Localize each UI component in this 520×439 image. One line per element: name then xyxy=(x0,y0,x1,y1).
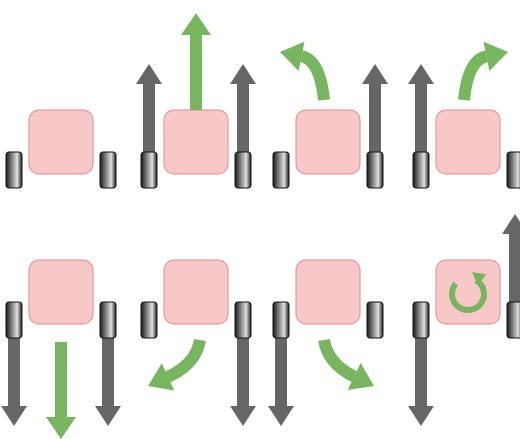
robot-panel-2-3 xyxy=(268,259,384,426)
robot-panel-2-1 xyxy=(1,259,121,439)
right-wheel xyxy=(506,301,520,339)
right-wheel-forward-arrow xyxy=(362,64,388,156)
motion-curve-right-arrow xyxy=(458,41,508,101)
left-wheel-forward-arrow xyxy=(408,64,434,156)
right-wheel xyxy=(99,151,117,189)
left-wheel-backward-arrow xyxy=(1,334,27,426)
left-wheel-backward-arrow xyxy=(268,334,294,426)
right-wheel xyxy=(366,151,384,189)
robot-panel-1-4 xyxy=(408,41,520,189)
robot-panel-2-4 xyxy=(408,214,520,426)
robot-panel-1-1 xyxy=(5,109,117,189)
motion-curve-left-arrow xyxy=(280,41,330,101)
robot-body xyxy=(163,259,229,325)
robot-body xyxy=(435,109,501,175)
left-wheel xyxy=(5,151,23,189)
motion-curve-back-left-arrow xyxy=(148,338,206,391)
motion-forward-arrow xyxy=(181,13,211,110)
motion-spin-arrow xyxy=(449,272,487,313)
left-wheel xyxy=(5,301,23,339)
robot-body xyxy=(295,259,361,325)
left-wheel xyxy=(272,151,290,189)
right-wheel-forward-arrow xyxy=(230,64,256,156)
robot-body xyxy=(163,109,229,175)
left-wheel xyxy=(412,301,430,339)
left-wheel xyxy=(140,151,158,189)
robot-panel-1-3 xyxy=(272,41,388,189)
left-wheel-forward-arrow xyxy=(136,64,162,156)
robot-body xyxy=(28,109,94,175)
robot-panel-2-2 xyxy=(140,259,256,426)
right-wheel xyxy=(366,301,384,339)
left-wheel-backward-arrow xyxy=(408,334,434,426)
motion-curve-back-right-arrow xyxy=(318,338,374,391)
robot-panel-1-2 xyxy=(136,13,256,189)
robot-body xyxy=(28,259,94,325)
right-wheel-backward-arrow xyxy=(95,334,121,426)
left-wheel xyxy=(272,301,290,339)
right-wheel xyxy=(234,301,252,339)
right-wheel xyxy=(234,151,252,189)
right-wheel xyxy=(99,301,117,339)
right-wheel-backward-arrow xyxy=(230,334,256,426)
left-wheel xyxy=(140,301,158,339)
robot-body xyxy=(295,109,361,175)
right-wheel-forward-arrow xyxy=(502,214,520,306)
left-wheel xyxy=(412,151,430,189)
robot-body xyxy=(435,259,501,325)
right-wheel xyxy=(506,151,520,189)
robot-panels xyxy=(1,13,520,439)
motion-backward-arrow xyxy=(46,342,76,439)
